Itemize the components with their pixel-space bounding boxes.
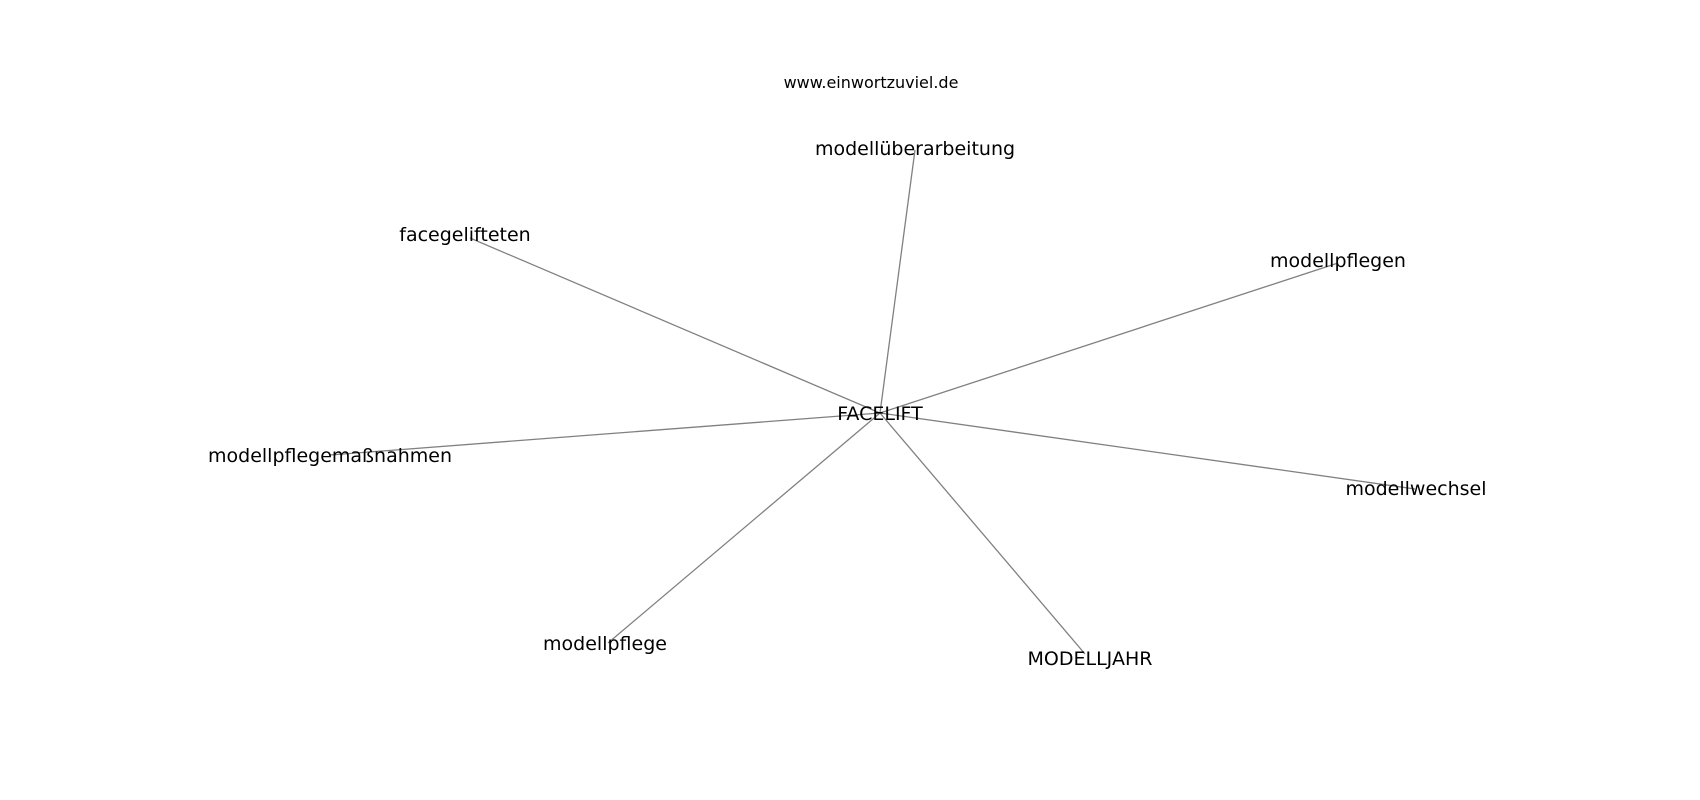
node-modellueberarbeitung: modellüberarbeitung (815, 138, 1015, 160)
edge-modellpflege (607, 412, 881, 644)
edge-modellpflegen (879, 262, 1339, 414)
source-url: www.einwortzuviel.de (784, 73, 959, 92)
labels-group: FACELIFT modellüberarbeitung facegelifte… (208, 138, 1487, 670)
edge-modelljahr (879, 412, 1086, 655)
edge-facegelifteten (469, 237, 881, 414)
node-modelljahr: MODELLJAHR (1028, 648, 1153, 670)
edge-modellueberarbeitung (879, 149, 916, 414)
node-modellwechsel: modellwechsel (1345, 478, 1486, 500)
node-modellpflegemassnahmen: modellpflegemaßnahmen (208, 445, 452, 467)
edge-modellpflegemassnahmen (329, 412, 881, 456)
node-modellpflege: modellpflege (543, 633, 667, 655)
node-center-facelift: FACELIFT (837, 403, 923, 425)
node-modellpflegen: modellpflegen (1270, 250, 1406, 272)
edges-group (329, 149, 1416, 655)
node-facegelifteten: facegelifteten (399, 224, 530, 246)
edge-modellwechsel (879, 412, 1416, 490)
